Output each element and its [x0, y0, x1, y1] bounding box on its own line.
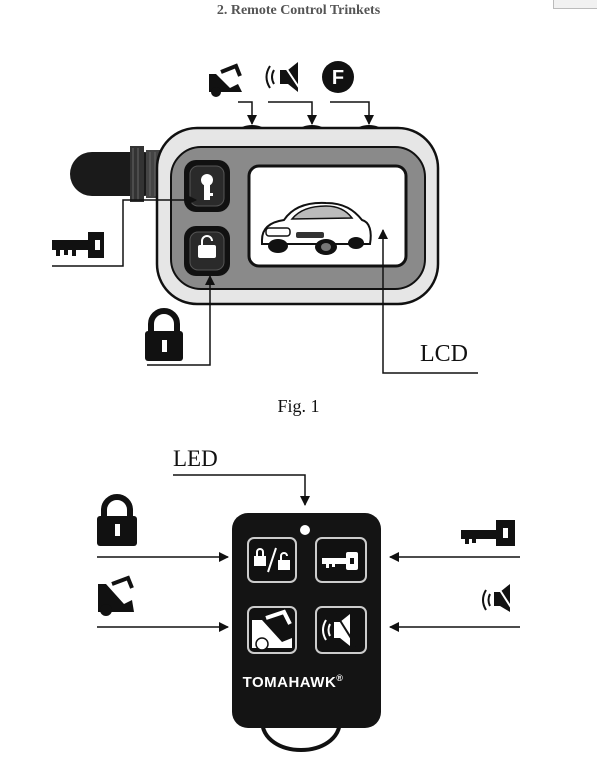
keyring: [260, 719, 342, 752]
svg-text:F: F: [332, 67, 344, 89]
lcd-label: LCD: [420, 341, 468, 367]
brand-registered-mark: ®: [336, 673, 344, 683]
lock-icon: [145, 308, 183, 361]
mute-icon: [265, 61, 303, 93]
mute-icon: [322, 613, 357, 647]
car-icon: [261, 201, 372, 255]
figure-caption: Fig. 1: [277, 396, 320, 416]
section-title: 2. Remote Control Trinkets: [216, 3, 381, 18]
figure-1: F: [52, 61, 478, 374]
key-icon: [322, 552, 358, 570]
figure-2: [97, 474, 520, 752]
trunk-icon: [252, 609, 292, 651]
fob-antenna: [70, 146, 166, 202]
brand-logo: TOMAHAWK®: [228, 673, 358, 691]
lock-icon: [97, 494, 137, 546]
mute-icon: [482, 583, 515, 613]
key-icon: [52, 232, 104, 258]
unlock-icon: [198, 235, 216, 258]
led-label: LED: [173, 446, 218, 471]
key-icon: [461, 520, 515, 546]
led-indicator: [300, 525, 310, 535]
corner-tab: [553, 0, 597, 9]
key-icon: [201, 174, 213, 200]
trunk-icon: [98, 575, 134, 616]
function-f-icon: F: [322, 61, 354, 93]
brand-name: TOMAHAWK: [242, 674, 337, 691]
trunk-icon: [209, 63, 242, 97]
lock-unlock-icon: [254, 547, 290, 573]
